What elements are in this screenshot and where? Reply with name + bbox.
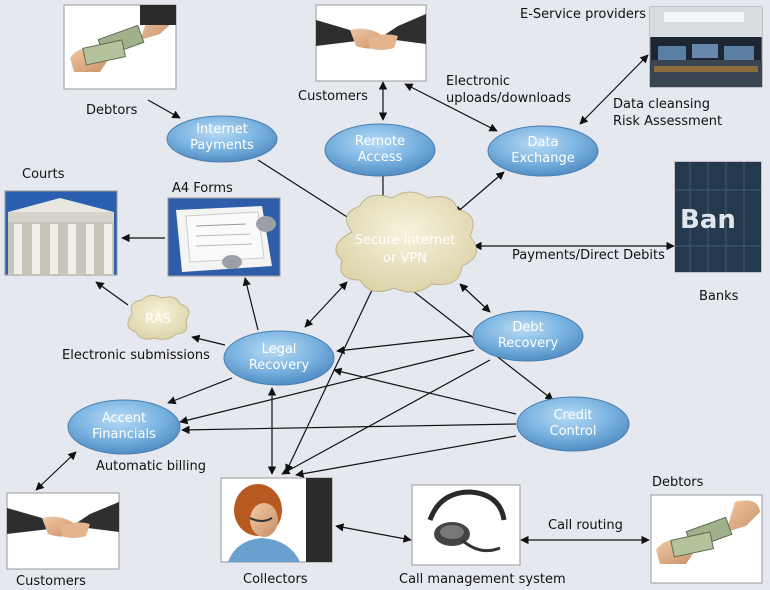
label-data-cleansing: Data cleansing — [613, 97, 710, 112]
label-risk-assessment: Risk Assessment — [613, 114, 722, 129]
label-call-routing: Call routing — [548, 518, 623, 533]
credit-control-line2: Control — [550, 424, 597, 439]
debt-recovery-line1: Debt — [512, 320, 543, 335]
ras-label: RAS — [145, 312, 171, 327]
headset-photo — [411, 484, 521, 566]
node-credit-control: Credit Control — [516, 396, 630, 452]
label-banks: Banks — [699, 289, 739, 304]
arrow-credit-control-accent — [181, 423, 517, 435]
node-data-exchange: Data Exchange — [487, 125, 599, 177]
label-electronic-uploads-line1: Electronic — [446, 74, 510, 89]
label-debtors-bottom: Debtors — [652, 475, 704, 490]
arrow-credit-control-collectors — [295, 435, 517, 478]
label-automatic-billing: Automatic billing — [96, 459, 206, 474]
debtors-bottom-photo — [650, 494, 763, 584]
arrow-cloud-debt-recovery — [459, 283, 491, 313]
remote-access-line2: Access — [358, 150, 403, 165]
arrow-eservice-data-exchange — [579, 54, 649, 125]
courthouse-photo — [4, 190, 118, 276]
label-customers-top: Customers — [298, 89, 368, 104]
arrow-debt-recovery-collectors — [281, 359, 491, 475]
secure-internet-line1: Secure Internet — [355, 233, 455, 248]
e-service-providers-photo — [649, 6, 763, 88]
node-accent-financials: Accent Financials — [67, 399, 181, 455]
customers-top-photo — [315, 4, 427, 82]
legal-recovery-line2: Recovery — [249, 358, 310, 373]
bank-building-photo: Ban — [674, 161, 762, 273]
internet-payments-line2: Payments — [190, 138, 254, 153]
node-secure-internet-cloud: Secure Internet or VPN — [335, 191, 477, 293]
arrow-cloud-legal-recovery — [304, 281, 348, 328]
arrow-debt-recovery-legal-recovery — [336, 335, 473, 355]
internet-payments-line1: Internet — [196, 122, 248, 137]
label-a4-forms: A4 Forms — [172, 181, 233, 196]
remote-access-line1: Remote — [355, 134, 405, 149]
label-collectors: Collectors — [243, 572, 308, 587]
node-ras-cloud: RAS — [127, 294, 190, 340]
arrow-accent-customers — [35, 451, 77, 491]
credit-control-line1: Credit — [553, 408, 592, 423]
label-courts: Courts — [22, 167, 65, 182]
label-call-management-system: Call management system — [399, 572, 566, 587]
customers-bottom-photo — [6, 492, 120, 570]
arrow-ras-courts — [95, 281, 129, 306]
arrow-cloud-collectors — [285, 289, 373, 473]
svg-text:Ban: Ban — [680, 205, 736, 235]
data-exchange-line1: Data — [527, 135, 558, 150]
legal-recovery-line1: Legal — [262, 342, 297, 357]
arrow-credit-control-legal-recovery — [333, 367, 517, 415]
node-debt-recovery: Debt Recovery — [472, 310, 584, 362]
arrow-internet-payments-cloud — [257, 159, 356, 223]
label-electronic-uploads-line2: uploads/downloads — [446, 91, 571, 106]
arrow-debtors-internet-payments — [147, 99, 181, 119]
connectors — [35, 54, 675, 545]
node-legal-recovery: Legal Recovery — [223, 330, 335, 386]
label-customers-bottom: Customers — [16, 574, 86, 589]
accent-financials-line1: Accent — [102, 411, 146, 426]
arrow-legal-recovery-accent — [167, 377, 233, 405]
arrow-customers-data-exchange — [404, 83, 498, 132]
debtors-top-photo — [63, 4, 177, 90]
a4-forms-photo — [167, 197, 281, 277]
arrow-collectors-call-management — [335, 523, 412, 543]
secure-internet-line2: or VPN — [383, 251, 427, 266]
label-electronic-submissions: Electronic submissions — [62, 348, 210, 363]
debt-recovery-line2: Recovery — [498, 336, 559, 351]
node-internet-payments: Internet Payments — [166, 115, 278, 163]
arrow-data-exchange-cloud — [454, 171, 505, 215]
accent-financials-line2: Financials — [92, 427, 156, 442]
label-payments-direct-debits: Payments/Direct Debits — [512, 248, 665, 263]
labels: Debtors Customers E-Service providers El… — [16, 7, 739, 589]
data-exchange-line2: Exchange — [511, 151, 575, 166]
arrow-legal-recovery-ras — [191, 334, 226, 346]
arrow-legal-recovery-aforms — [242, 277, 259, 331]
label-debtors-top: Debtors — [86, 103, 138, 118]
node-remote-access: Remote Access — [324, 123, 436, 177]
call-agent-photo — [220, 477, 333, 563]
label-e-service-providers: E-Service providers — [520, 7, 646, 22]
